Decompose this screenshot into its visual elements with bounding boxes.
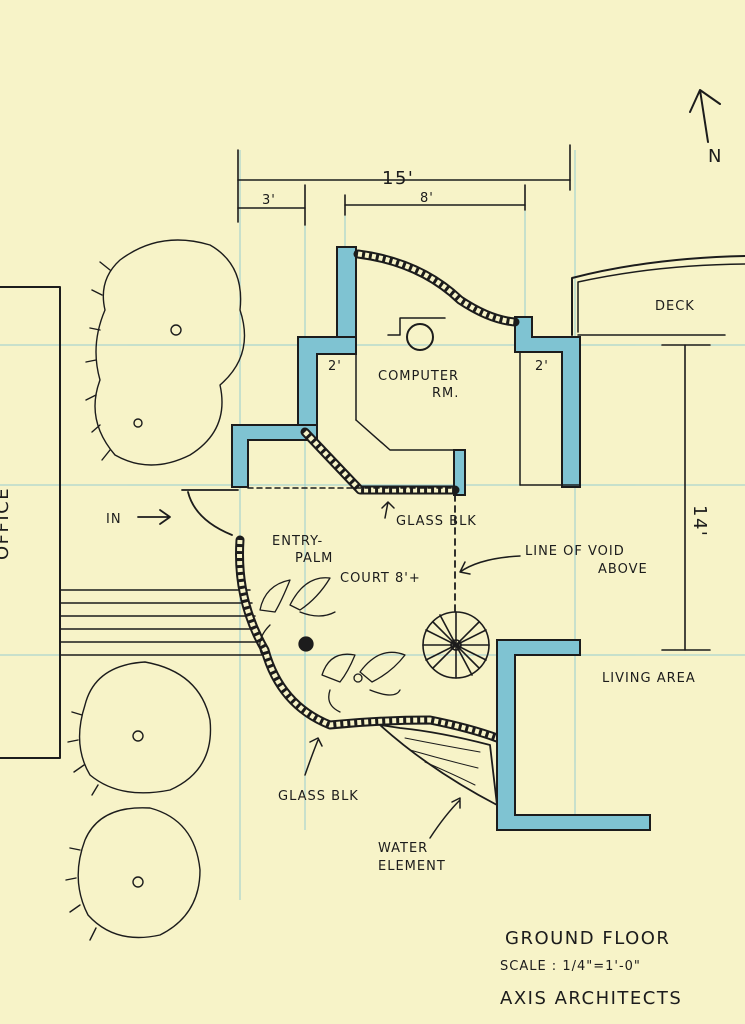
computer-room-walls: 2' 2' COMPUTER RM. [231, 246, 581, 496]
entry-steps [59, 589, 266, 656]
void-label-2: ABOVE [598, 562, 648, 577]
glass-block-labels: GLASS BLK GLASS BLK [278, 501, 477, 804]
deck-outline: DECK [571, 255, 745, 336]
void-line: LINE OF VOID ABOVE [454, 494, 648, 613]
court-label: COURT 8'+ [340, 571, 421, 586]
wall-left-label: 2' [328, 359, 342, 374]
dim-center: 8' [420, 191, 434, 206]
dim-overall: 15' [382, 168, 414, 189]
computer-room-label-2: RM. [432, 386, 459, 401]
void-label: LINE OF VOID [525, 544, 625, 559]
shrub [85, 239, 246, 466]
north-label: N [708, 146, 723, 167]
computer-room-label: COMPUTER [378, 369, 459, 384]
deck-label: DECK [655, 299, 695, 314]
drawing-title: GROUND FLOOR [505, 928, 670, 949]
drawing-scale: SCALE : 1/4"=1'-0" [500, 959, 641, 974]
title-block: GROUND FLOOR SCALE : 1/4"=1'-0" AXIS ARC… [500, 928, 682, 1009]
shrub [65, 807, 201, 941]
firm-name: AXIS ARCHITECTS [500, 988, 682, 1009]
entry-label: ENTRY- [272, 534, 323, 549]
office-outline: OFFICE [0, 286, 61, 759]
office-label: OFFICE [0, 487, 13, 560]
entry-door: IN [106, 487, 456, 536]
wall-right-label: 2' [535, 359, 549, 374]
living-area-label: LIVING AREA [602, 671, 696, 686]
water-element-label-2: ELEMENT [378, 859, 446, 874]
water-element-label-group: WATER ELEMENT [378, 797, 461, 874]
north-arrow: N [689, 89, 723, 167]
shrub [67, 661, 212, 796]
glass-block-bottom-label: GLASS BLK [278, 789, 359, 804]
dim-vertical: 14' [689, 505, 710, 537]
palm-label: PALM [295, 551, 333, 566]
living-area-wall: LIVING AREA [496, 639, 696, 831]
dimension-lines: 15' 3' 8' 14' [237, 144, 711, 651]
palm-tree [259, 577, 336, 656]
water-element-label: WATER [378, 841, 428, 856]
palm-trees [259, 577, 406, 713]
glass-block-top-label: GLASS BLK [396, 514, 477, 529]
in-label: IN [106, 512, 122, 527]
dim-left: 3' [262, 193, 276, 208]
shrubs [65, 239, 246, 941]
palm-tree [321, 651, 406, 713]
palm-court-labels: ENTRY- PALM COURT 8'+ [272, 534, 421, 586]
spiral-stair [422, 611, 490, 679]
